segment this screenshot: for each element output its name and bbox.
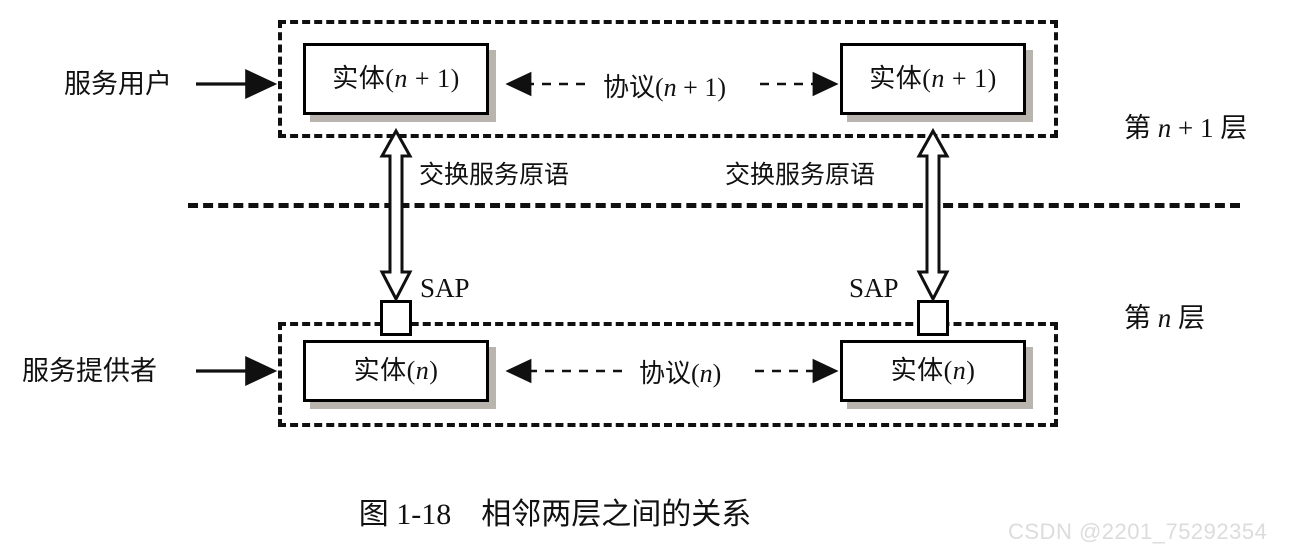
sap-connector-left[interactable] xyxy=(380,300,412,336)
entity-box-n-plus-1-right[interactable]: 实体(n + 1) xyxy=(840,43,1026,115)
entity-box-n-right[interactable]: 实体(n) xyxy=(840,340,1026,402)
watermark-text: CSDN @2201_75292354 xyxy=(1008,519,1268,544)
service-user-label: 服务用户 xyxy=(64,69,172,99)
entity-box-n-plus-1-left[interactable]: 实体(n + 1) xyxy=(303,43,489,115)
primitive-exchange-arrow-left-icon xyxy=(379,127,413,303)
entity-box-n-left[interactable]: 实体(n) xyxy=(303,340,489,402)
layer-container-n-plus-1 xyxy=(278,20,1058,138)
protocol-label-n: 协议(n) xyxy=(633,361,728,387)
service-provider-label: 服务提供者 xyxy=(22,356,157,386)
entity-label-n-right: 实体(n) xyxy=(890,356,976,385)
entity-label-n-left: 实体(n) xyxy=(353,356,439,385)
figure-caption: 图 1-18 相邻两层之间的关系 xyxy=(358,498,752,531)
layer-name-n-plus-1: 第 n + 1 层 xyxy=(1124,113,1248,143)
protocol-label-n-plus-1: 协议(n + 1) xyxy=(597,75,732,101)
layer-name-n: 第 n 层 xyxy=(1124,303,1205,333)
primitive-exchange-label-right: 交换服务原语 xyxy=(725,162,876,189)
sap-label-left: SAP xyxy=(420,273,470,303)
entity-label-n-plus-1-left: 实体(n + 1) xyxy=(332,64,460,93)
sap-label-right: SAP xyxy=(849,273,899,303)
primitive-exchange-label-left: 交换服务原语 xyxy=(419,162,570,189)
primitive-exchange-arrow-right-icon xyxy=(916,127,950,303)
sap-connector-right[interactable] xyxy=(917,300,949,336)
layer-container-n xyxy=(278,322,1058,427)
entity-label-n-plus-1-right: 实体(n + 1) xyxy=(869,64,997,93)
layer-separator-line xyxy=(188,203,1240,208)
